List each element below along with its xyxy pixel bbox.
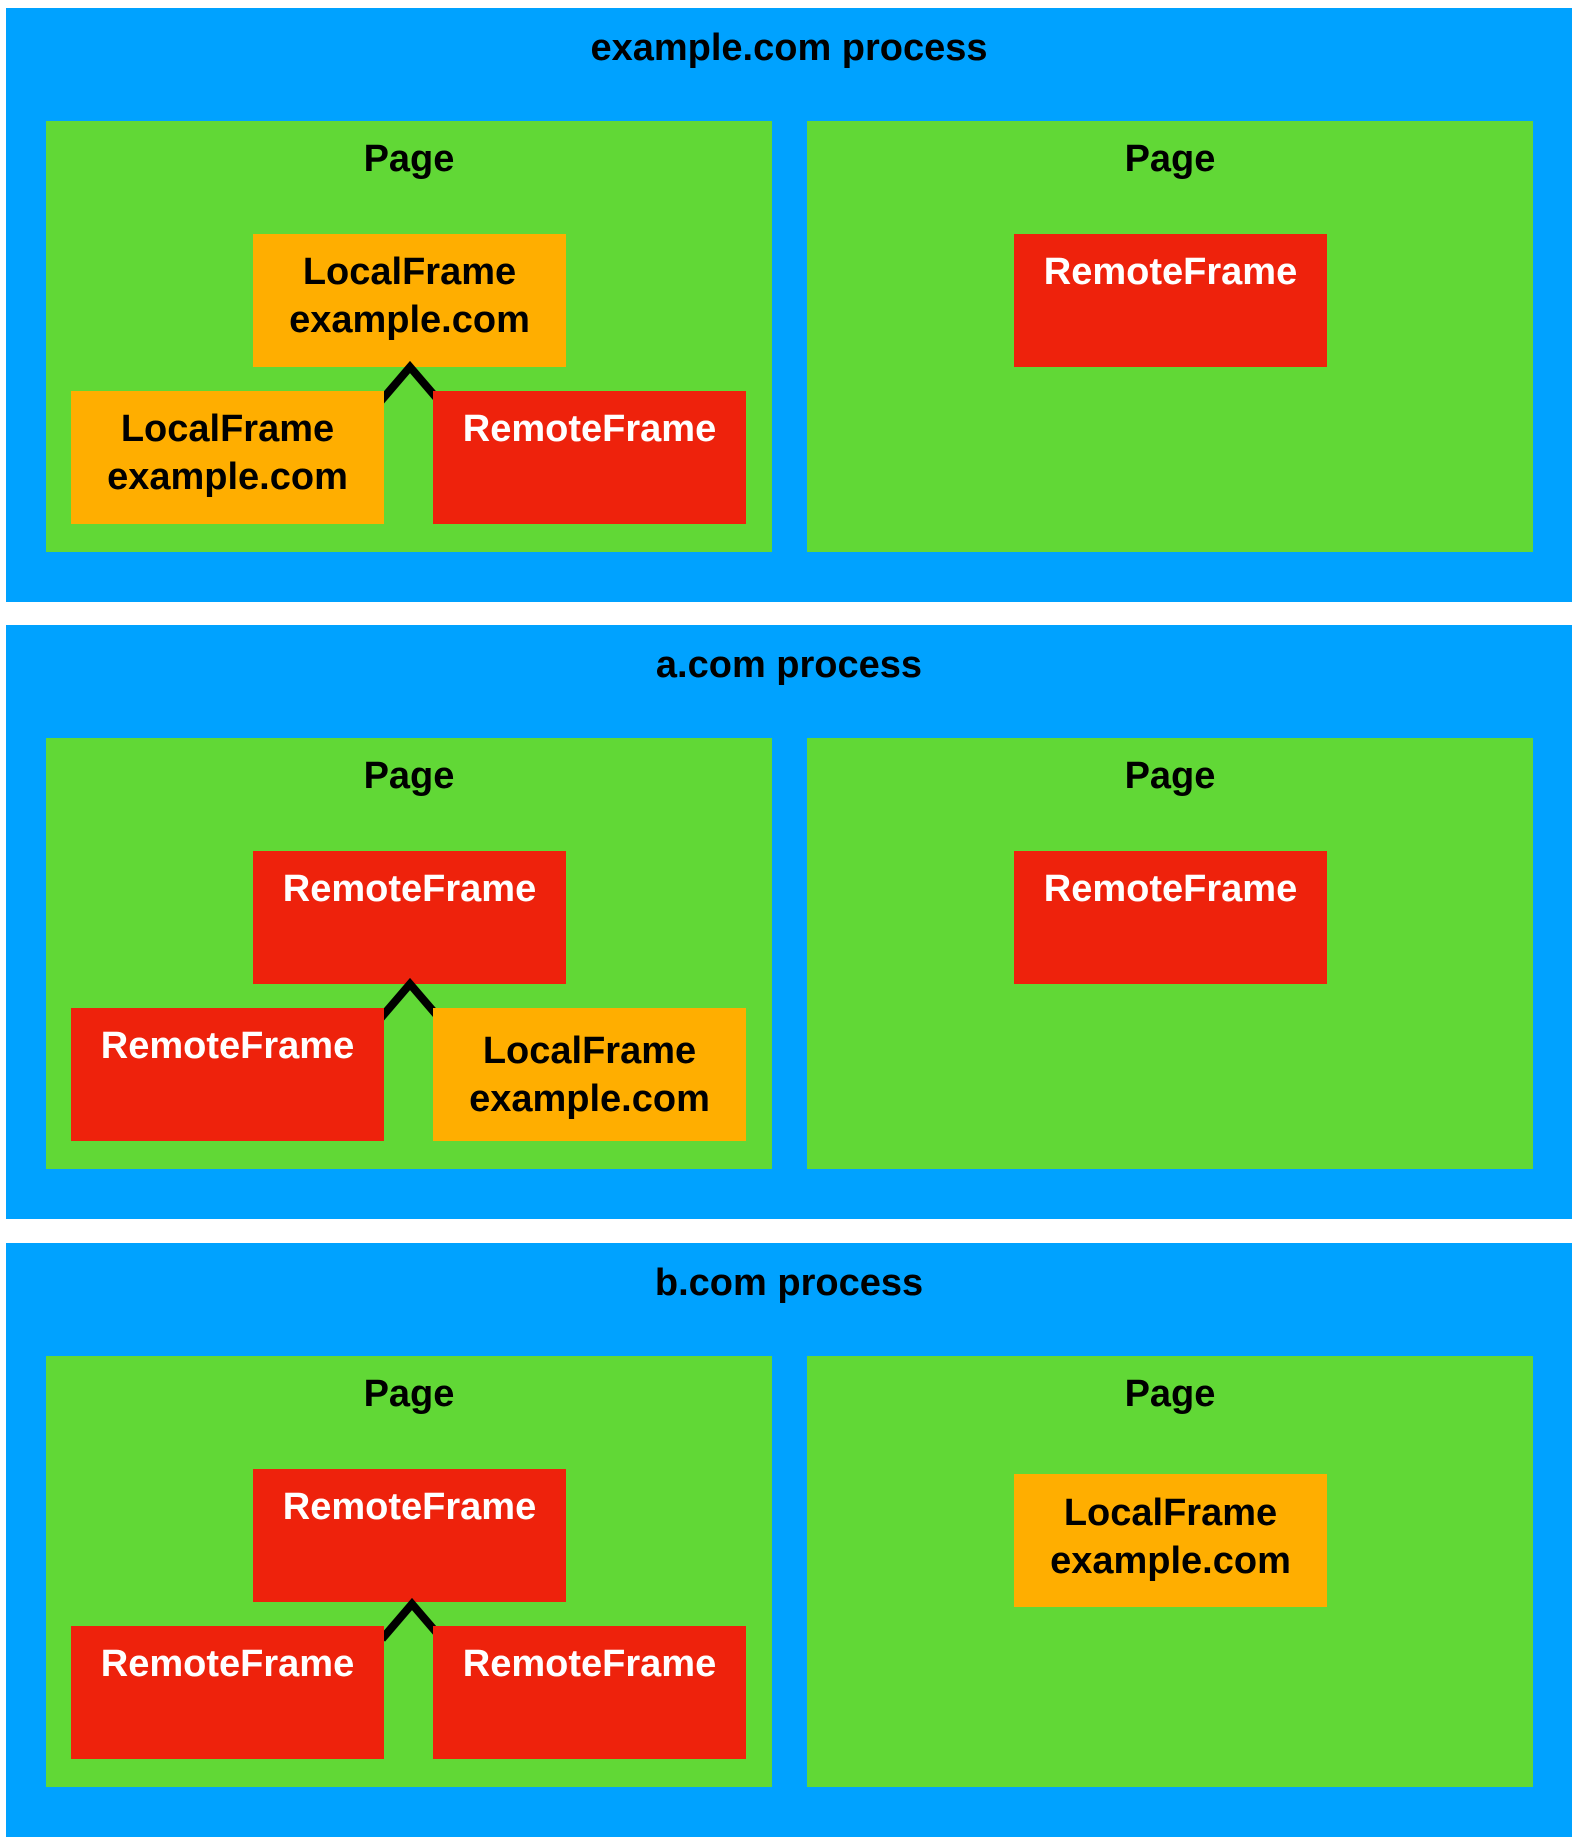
tree-connector bbox=[378, 1597, 446, 1642]
frame-label: RemoteFrame bbox=[462, 1643, 717, 1685]
frame-label: RemoteFrame bbox=[1043, 251, 1298, 293]
frame-child-left-local: LocalFrame example.com bbox=[71, 391, 384, 524]
page-title: Page bbox=[1124, 138, 1216, 180]
frame-root-remote: RemoteFrame bbox=[253, 851, 566, 984]
frame-label: RemoteFrame bbox=[1043, 868, 1298, 910]
process-title: b.com process bbox=[654, 1262, 924, 1304]
frame-label: LocalFrame bbox=[1063, 1492, 1278, 1534]
frame-child-right-remote: RemoteFrame bbox=[433, 1626, 746, 1759]
page-0-1: Page RemoteFrame bbox=[807, 121, 1533, 552]
process-title: example.com process bbox=[590, 27, 988, 69]
page-title: Page bbox=[1124, 1373, 1216, 1415]
page-0-0: Page LocalFrame example.com LocalFrame e… bbox=[46, 121, 772, 552]
frame-label: RemoteFrame bbox=[282, 1486, 537, 1528]
frame-origin: example.com bbox=[107, 455, 348, 498]
frame-label: RemoteFrame bbox=[282, 868, 537, 910]
frame-root-local: LocalFrame example.com bbox=[253, 234, 566, 367]
frame-child-left-remote: RemoteFrame bbox=[71, 1626, 384, 1759]
frame-label: RemoteFrame bbox=[100, 1643, 355, 1685]
frame-origin: example.com bbox=[289, 298, 530, 341]
frame-child-right-local: LocalFrame example.com bbox=[433, 1008, 746, 1141]
page-title: Page bbox=[363, 755, 455, 797]
tree-connector bbox=[376, 360, 444, 405]
frame-child-right-remote: RemoteFrame bbox=[433, 391, 746, 524]
page-title: Page bbox=[1124, 755, 1216, 797]
frame-label: LocalFrame bbox=[482, 1030, 697, 1072]
frame-root-remote: RemoteFrame bbox=[1014, 234, 1327, 367]
frame-root-remote: RemoteFrame bbox=[253, 1469, 566, 1602]
frame-root-remote: RemoteFrame bbox=[1014, 851, 1327, 984]
page-title: Page bbox=[363, 138, 455, 180]
frame-label: RemoteFrame bbox=[100, 1025, 355, 1067]
page-2-0: Page RemoteFrame RemoteFrame RemoteFrame bbox=[46, 1356, 772, 1787]
process-a-com: a.com process Page RemoteFrame RemoteFra… bbox=[6, 625, 1572, 1219]
process-b-com: b.com process Page RemoteFrame RemoteFra… bbox=[6, 1243, 1572, 1837]
page-1-1: Page RemoteFrame bbox=[807, 738, 1533, 1169]
frame-label: LocalFrame bbox=[120, 408, 335, 450]
frame-root-local: LocalFrame example.com bbox=[1014, 1474, 1327, 1607]
process-title: a.com process bbox=[655, 644, 923, 686]
frame-label: RemoteFrame bbox=[462, 408, 717, 450]
page-2-1: Page LocalFrame example.com bbox=[807, 1356, 1533, 1787]
frame-origin: example.com bbox=[1050, 1539, 1291, 1582]
frame-origin: example.com bbox=[469, 1077, 710, 1120]
tree-connector bbox=[376, 977, 444, 1022]
page-title: Page bbox=[363, 1373, 455, 1415]
frame-child-left-remote: RemoteFrame bbox=[71, 1008, 384, 1141]
process-example-com: example.com process Page LocalFrame exam… bbox=[6, 8, 1572, 602]
frame-label: LocalFrame bbox=[302, 251, 517, 293]
page-1-0: Page RemoteFrame RemoteFrame LocalFrame … bbox=[46, 738, 772, 1169]
